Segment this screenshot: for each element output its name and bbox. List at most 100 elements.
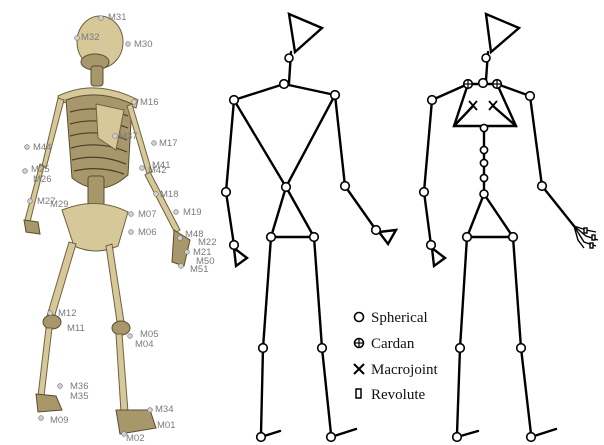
- marker-label-m06: M06: [138, 227, 156, 238]
- right-femur: [106, 244, 124, 322]
- joint-left-knee: [259, 344, 268, 353]
- joint-right-wrist: [372, 226, 381, 235]
- joint-right-ankle: [327, 433, 336, 442]
- right-upper-arm: [335, 95, 345, 186]
- marker-dot-m32: [75, 36, 80, 41]
- marker-label-m26: M26: [33, 174, 51, 185]
- joint-right-hip-detailed: [509, 233, 518, 242]
- marker-dot-m12: [48, 311, 53, 316]
- joint-right-hip: [310, 233, 319, 242]
- legend-label-macrojoint: Macrojoint: [371, 362, 438, 378]
- macrojoint-left: [469, 101, 477, 110]
- joint-spine-2: [480, 146, 487, 153]
- joint-thorax: [280, 80, 289, 89]
- left-femur: [47, 242, 76, 318]
- right-knee: [112, 321, 130, 335]
- joint-left-shoulder: [230, 96, 239, 105]
- head-segment: [289, 14, 322, 52]
- left-hand-detailed: [432, 248, 445, 266]
- joint-left-knee-detailed: [456, 344, 465, 353]
- marker-label-m51: M51: [190, 264, 208, 275]
- marker-label-m04: M04: [135, 339, 153, 350]
- left-forearm-detailed: [424, 192, 431, 245]
- legend-item-spherical: Spherical: [355, 310, 428, 326]
- left-shoulder-link: [234, 84, 284, 100]
- marker-dot-m44: [25, 145, 30, 150]
- revolute-joint-icon: [356, 389, 361, 398]
- pelvis-link-left: [271, 187, 286, 237]
- joint-left-wrist-detailed: [427, 241, 436, 250]
- left-foot: [36, 394, 62, 412]
- marker-dot-m05: [128, 334, 133, 339]
- left-hand: [24, 220, 40, 234]
- right-shank: [322, 348, 331, 434]
- marker-dot-m27: [28, 199, 33, 204]
- torso-diagonal-right: [286, 95, 335, 187]
- joint-sternum: [479, 79, 488, 88]
- joint-left-elbow: [222, 188, 231, 197]
- left-upper-arm: [226, 100, 234, 192]
- detailed-stick-model: [424, 14, 598, 437]
- joint-spine-5: [480, 190, 488, 198]
- legend-item-cardan: Cardan: [355, 336, 415, 352]
- legend-label-spherical: Spherical: [371, 310, 428, 326]
- macrojoint-right: [489, 101, 497, 110]
- left-hand-segment: [234, 248, 247, 266]
- joint-right-elbow-detailed: [538, 182, 547, 191]
- legend-item-macrojoint: Macrojoint: [354, 362, 438, 378]
- joint-right-knee: [318, 344, 327, 353]
- marker-dot-m51: [179, 264, 184, 269]
- marker-label-m34: M34: [155, 404, 173, 415]
- left-shank: [261, 348, 263, 434]
- marker-dot-m41: [140, 166, 145, 171]
- right-upper-arm-detailed: [530, 96, 542, 186]
- cardan-joint-right: [493, 80, 502, 89]
- marker-label-m16: M16: [140, 97, 158, 108]
- joint-right-shoulder: [331, 91, 340, 100]
- right-shoulder-link: [284, 84, 335, 95]
- right-forearm-detailed: [542, 186, 574, 226]
- legend-label-cardan: Cardan: [371, 336, 415, 352]
- marker-dot-m09: [39, 416, 44, 421]
- right-forearm-link: [345, 186, 376, 230]
- marker-dot-m36: [58, 384, 63, 389]
- marker-label-m29: M29: [50, 199, 68, 210]
- marker-label-m42: M42: [148, 165, 166, 176]
- marker-label-m02: M02: [126, 433, 144, 444]
- marker-label-m37: M37: [119, 131, 137, 142]
- marker-label-m35: M35: [70, 391, 88, 402]
- joint-right-shoulder-detailed: [526, 92, 535, 101]
- marker-label-m17: M17: [159, 138, 177, 149]
- head-segment-detailed: [486, 14, 519, 52]
- left-thigh: [263, 237, 271, 348]
- marker-label-m11: M11: [67, 323, 85, 334]
- joint-lumbar: [282, 183, 291, 192]
- marker-label-m18: M18: [160, 189, 178, 200]
- joint-legend: Spherical Cardan Macrojoint Revolute: [354, 310, 438, 403]
- joint-left-wrist: [230, 241, 239, 250]
- right-thigh-detailed: [513, 237, 521, 348]
- marker-label-m07: M07: [138, 209, 156, 220]
- marker-dot-m25: [23, 169, 28, 174]
- joint-left-elbow-detailed: [420, 188, 429, 197]
- joint-left-ankle: [257, 433, 266, 442]
- joint-left-hip: [267, 233, 276, 242]
- right-shank-detailed: [521, 348, 531, 434]
- marker-label-m12: M12: [58, 308, 76, 319]
- detailed-model-joints: [420, 54, 547, 441]
- cervical-spine: [91, 66, 103, 86]
- joint-right-elbow: [341, 182, 350, 191]
- marker-dot-m17: [152, 141, 157, 146]
- marker-dot-m37: [113, 134, 118, 139]
- legend-label-revolute: Revolute: [371, 387, 425, 403]
- legend-item-revolute: Revolute: [356, 387, 425, 403]
- right-hand-fingers: [574, 226, 598, 248]
- marker-dot-m30: [126, 42, 131, 47]
- right-hand-segment: [379, 230, 396, 244]
- marker-dot-m19: [174, 210, 179, 215]
- marker-label-m30: M30: [134, 39, 152, 50]
- right-thigh: [314, 237, 322, 348]
- marker-label-m44: M44: [33, 142, 51, 153]
- pelvis-link-right: [286, 187, 314, 237]
